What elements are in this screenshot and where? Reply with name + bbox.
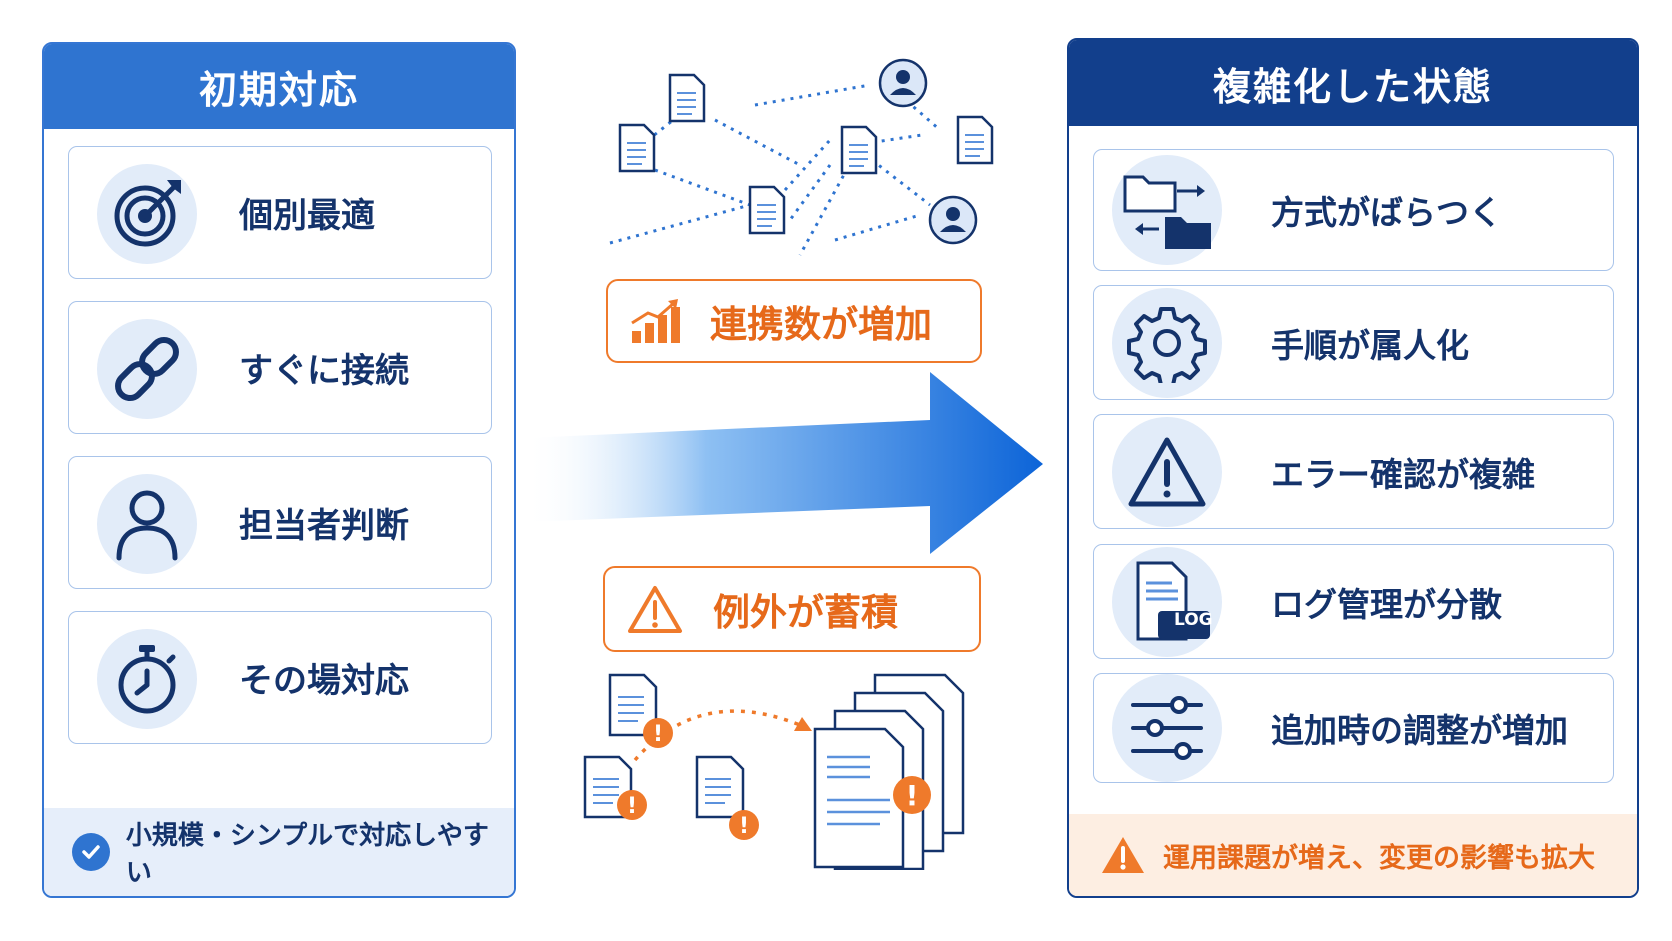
user-icon: [97, 474, 197, 574]
alert-icons: [617, 718, 931, 840]
right-item-log-scattered: LOG ログ管理が分散: [1093, 544, 1614, 659]
big-arrow: [525, 372, 1043, 554]
right-panel: 複雑化した状態 方式がばらつく 手順が属人化: [1067, 38, 1639, 898]
right-item-label: 手順が属人化: [1271, 325, 1469, 365]
left-item-quick-connect: すぐに接続: [68, 301, 492, 434]
left-panel-title: 初期対応: [44, 44, 514, 129]
right-item-label: ログ管理が分散: [1271, 584, 1502, 624]
link-icon: [97, 319, 197, 419]
right-item-inconsistent-methods: 方式がばらつく: [1093, 149, 1614, 271]
badge-top-label: 連携数が増加: [710, 303, 932, 346]
left-item-label: 担当者判断: [239, 506, 409, 546]
left-item-label: その場対応: [239, 661, 409, 701]
log-tag-text: LOG: [1174, 610, 1213, 630]
badge-bottom-label: 例外が蓄積: [713, 591, 898, 634]
right-item-label: 方式がばらつく: [1271, 193, 1502, 232]
folder-transfer-icon: [1112, 155, 1222, 265]
badge-exceptions-accumulate: 例外が蓄積: [603, 566, 981, 652]
right-item-label: 追加時の調整が増加: [1271, 711, 1568, 750]
left-footer-text: 小規模・シンプルで対応しやすい: [125, 821, 489, 888]
left-item-individual-optimization: 個別最適: [68, 146, 492, 279]
right-panel-title: 複雑化した状態: [1069, 40, 1637, 126]
svg-text:!: !: [653, 722, 663, 747]
badge-integrations-increase: 連携数が増加: [606, 279, 982, 363]
svg-text:!: !: [739, 814, 749, 839]
warning-filled-icon: [1102, 837, 1144, 873]
right-panel-footer: 運用課題が増え、変更の影響も拡大: [1069, 814, 1637, 896]
left-panel: 初期対応 個別最適 すぐに接続: [42, 42, 516, 898]
target-icon: [97, 164, 197, 264]
right-item-label: エラー確認が複雑: [1271, 454, 1535, 494]
svg-text:!: !: [906, 779, 919, 812]
left-item-ad-hoc: その場対応: [68, 611, 492, 744]
right-item-error-check-complex: エラー確認が複雑: [1093, 414, 1614, 529]
left-item-person-judgement: 担当者判断: [68, 456, 492, 589]
log-file-icon: LOG: [1112, 547, 1222, 657]
left-item-label: 個別最適: [239, 196, 375, 236]
warning-triangle-icon: [628, 586, 682, 633]
warning-icon: [1112, 417, 1222, 527]
document-network-illustration: [609, 58, 994, 256]
svg-text:!: !: [627, 794, 637, 819]
right-footer-text: 運用課題が増え、変更の影響も拡大: [1163, 842, 1595, 874]
check-icon: [72, 833, 110, 871]
sliders-icon: [1112, 674, 1222, 782]
gear-icon: [1112, 288, 1222, 398]
left-panel-footer: 小規模・シンプルで対応しやすい: [44, 808, 514, 896]
stopwatch-icon: [97, 629, 197, 729]
right-item-adjustment-increase: 追加時の調整が増加: [1093, 673, 1614, 783]
exceptions-illustration: ! ! ! !: [583, 673, 965, 870]
right-item-person-dependent: 手順が属人化: [1093, 285, 1614, 400]
left-item-label: すぐに接続: [239, 351, 409, 391]
bar-chart-trend-icon: [631, 299, 680, 343]
